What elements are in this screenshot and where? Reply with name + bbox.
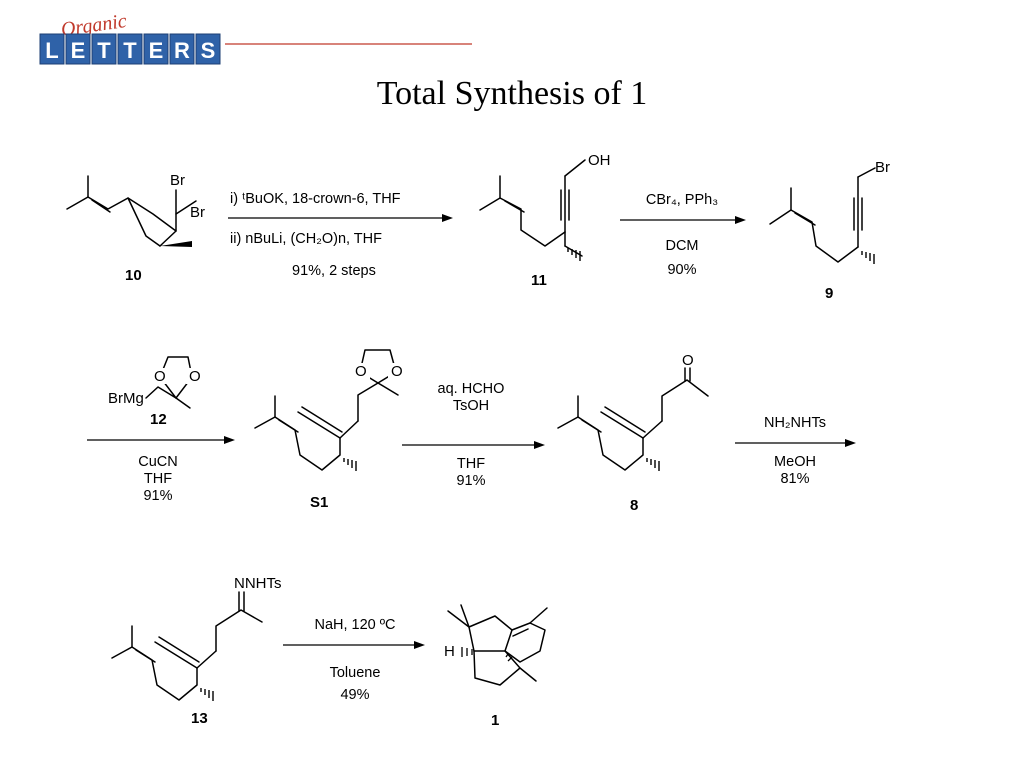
slide-title: Total Synthesis of 1 bbox=[376, 75, 648, 112]
logo-tile bbox=[143, 33, 169, 65]
logo-tile bbox=[169, 33, 195, 65]
atom-oh: OH bbox=[588, 152, 611, 169]
condition-yield: 91%, 2 steps bbox=[292, 263, 376, 279]
logo-letter: T bbox=[123, 38, 137, 63]
logo-tile bbox=[91, 33, 117, 65]
atom-br: Br bbox=[170, 172, 185, 189]
compound-8-structure: O bbox=[557, 352, 709, 471]
condition-reagent: aq. HCHO bbox=[438, 381, 505, 397]
condition-solvent: THF bbox=[144, 471, 172, 487]
condition-solvent: MeOH bbox=[774, 454, 816, 470]
compound-label-1: 1 bbox=[491, 712, 499, 729]
logo-letter: E bbox=[149, 38, 164, 63]
compound-label-13: 13 bbox=[191, 710, 208, 727]
condition-yield: 90% bbox=[667, 262, 696, 278]
logo-letter: R bbox=[174, 38, 190, 63]
compound-label-11: 11 bbox=[531, 272, 547, 289]
reaction-conditions: i) ᵗBuOK, 18-crown-6, THF ii) nBuLi, (CH₂… bbox=[138, 191, 826, 703]
compound-label-9: 9 bbox=[825, 285, 833, 302]
atom-brmg: BrMg bbox=[108, 390, 144, 407]
compound-s1-structure: O O bbox=[254, 349, 406, 471]
condition-yield: 91% bbox=[143, 488, 172, 504]
condition-solvent: Toluene bbox=[330, 665, 381, 681]
condition-reagent: i) ᵗBuOK, 18-crown-6, THF bbox=[230, 191, 401, 207]
condition-yield: 91% bbox=[456, 473, 485, 489]
logo-letter: S bbox=[201, 38, 216, 63]
condition-reagent: CBr₄, PPh₃ bbox=[646, 192, 718, 208]
compound-label-10: 10 bbox=[125, 267, 142, 284]
condition-reagent: TsOH bbox=[453, 398, 489, 414]
condition-solvent: CuCN bbox=[138, 454, 177, 470]
logo-letter: T bbox=[97, 38, 111, 63]
atom-o: O bbox=[682, 352, 694, 369]
compound-13-structure: NNHTs bbox=[111, 575, 282, 701]
arrow-head bbox=[442, 214, 453, 222]
arrow-head bbox=[735, 216, 746, 224]
logo-letter: E bbox=[71, 38, 86, 63]
atom-nnhts: NNHTs bbox=[234, 575, 282, 592]
atom-o: O bbox=[355, 363, 367, 380]
condition-reagent: NH₂NHTs bbox=[764, 415, 826, 431]
atom-o: O bbox=[154, 368, 166, 385]
condition-yield: 81% bbox=[780, 471, 809, 487]
logo-tile bbox=[65, 33, 91, 65]
condition-reagent: NaH, 120 ºC bbox=[314, 617, 395, 633]
condition-solvent: THF bbox=[457, 456, 485, 472]
arrow-head bbox=[224, 436, 235, 444]
compound-10-structure: Br Br bbox=[66, 172, 205, 247]
logo-tile bbox=[39, 33, 65, 65]
condition-solvent: DCM bbox=[665, 238, 698, 254]
arrow-head bbox=[534, 441, 545, 449]
atom-o: O bbox=[189, 368, 201, 385]
reagent-12-structure: O O BrMg bbox=[108, 356, 204, 409]
compound-11-structure: OH bbox=[479, 152, 611, 261]
condition-yield: 49% bbox=[340, 687, 369, 703]
condition-solvent: ii) nBuLi, (CH₂O)n, THF bbox=[230, 231, 382, 247]
reaction-arrows bbox=[87, 214, 856, 649]
logo-tile bbox=[195, 33, 221, 65]
logo-tile bbox=[117, 33, 143, 65]
compound-label-12: 12 bbox=[150, 411, 167, 428]
compound-label-8: 8 bbox=[630, 497, 638, 514]
compound-9-structure: Br bbox=[769, 159, 890, 264]
compound-label-s1: S1 bbox=[310, 494, 328, 511]
arrow-head bbox=[845, 439, 856, 447]
atom-br: Br bbox=[875, 159, 890, 176]
atom-h: H bbox=[444, 643, 455, 660]
compound-1-structure: H bbox=[444, 604, 548, 686]
logo-letter: L bbox=[45, 38, 58, 63]
arrow-head bbox=[414, 641, 425, 649]
atom-o: O bbox=[391, 363, 403, 380]
atom-br: Br bbox=[190, 204, 205, 221]
